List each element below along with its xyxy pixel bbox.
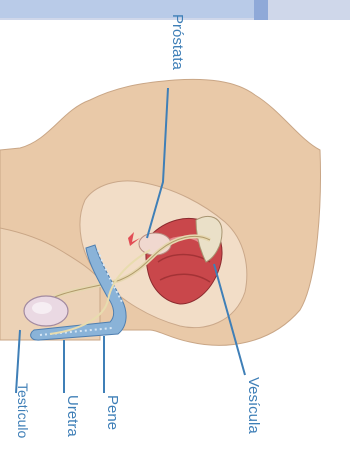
label-prostata: Próstata: [169, 14, 186, 70]
label-pene: Pene: [104, 395, 121, 430]
label-uretra: Uretra: [64, 395, 81, 437]
label-vesicula: Vesícula: [245, 377, 262, 434]
label-testiculo: Testículo: [15, 383, 31, 438]
